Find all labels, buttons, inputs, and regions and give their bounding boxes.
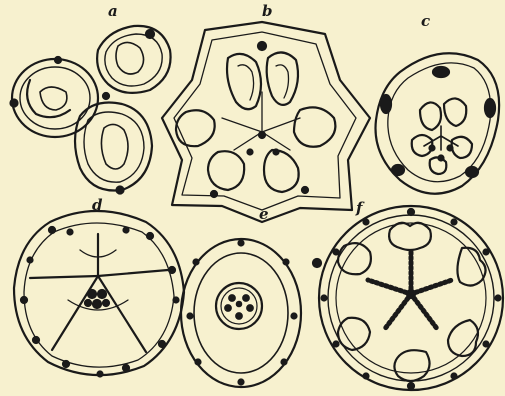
section-d [14,211,184,377]
section-b [162,22,370,222]
section-a-carpel-bottom [75,103,152,194]
panel-label-a: a [108,4,118,19]
section-c [376,53,500,193]
section-e [181,239,301,387]
section-f [313,206,503,390]
section-a-carpel-left [11,57,99,137]
section-a-carpel-top [97,26,170,99]
section-a [11,26,171,194]
panel-label-b: b [262,4,273,19]
panel-label-f: f [356,201,362,216]
panel-label-d: d [92,198,103,213]
panel-label-c: c [421,14,430,29]
panel-label-e: e [259,207,269,222]
